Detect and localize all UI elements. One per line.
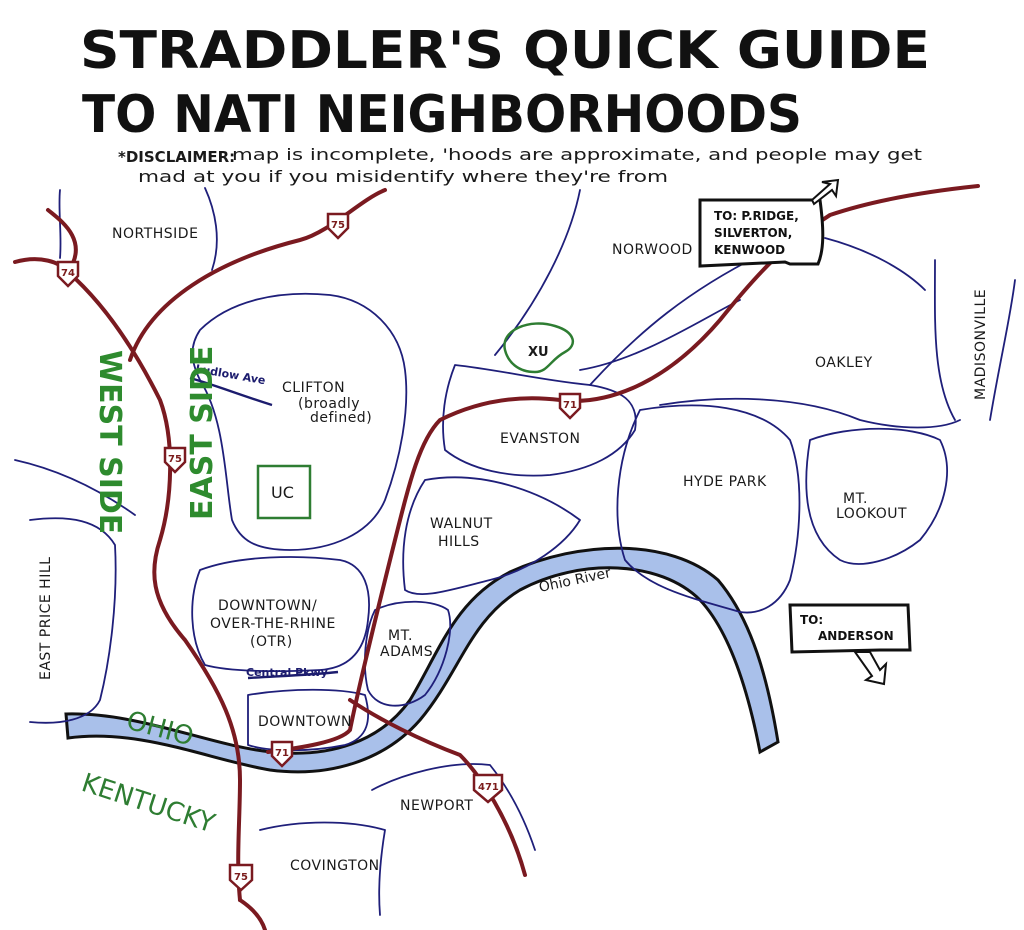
disclaimer-label: *DISCLAIMER: bbox=[118, 148, 235, 166]
label-mt-lookout-2: LOOKOUT bbox=[836, 506, 907, 522]
i71-evanston-shield: 71 bbox=[558, 392, 582, 420]
label-downtown: DOWNTOWN bbox=[258, 714, 352, 730]
label-east-side: EAST SIDE bbox=[185, 346, 220, 520]
sign-to-anderson-line2: ANDERSON bbox=[818, 629, 894, 643]
label-mt-adams-1: MT. bbox=[388, 628, 413, 644]
sign-to-pridge: TO: P.RIDGE, SILVERTON, KENWOOD bbox=[698, 178, 840, 268]
label-evanston: EVANSTON bbox=[500, 431, 581, 447]
ohio-river bbox=[64, 546, 780, 774]
label-walnut-hills-2: HILLS bbox=[438, 534, 480, 550]
disclaimer-line1: map is incomplete, 'hoods are approximat… bbox=[232, 145, 922, 164]
central-parkway-line bbox=[247, 670, 339, 680]
label-hyde-park: HYDE PARK bbox=[683, 474, 767, 490]
label-walnut-hills-1: WALNUT bbox=[430, 516, 493, 532]
uc-label: UC bbox=[271, 483, 294, 502]
label-downtown-otr-3: (OTR) bbox=[250, 634, 293, 650]
label-downtown-otr-1: DOWNTOWN/ bbox=[218, 598, 317, 614]
i75-south-shield: 75 bbox=[228, 863, 254, 892]
label-clifton: CLIFTON bbox=[282, 380, 345, 396]
i74-label: 74 bbox=[61, 268, 75, 279]
label-norwood: NORWOOD bbox=[612, 242, 693, 258]
i75-north-label: 75 bbox=[331, 220, 345, 231]
xu-label: XU bbox=[528, 345, 549, 360]
label-mt-adams-2: ADAMS bbox=[380, 644, 433, 660]
i71-downtown-shield: 71 bbox=[270, 740, 294, 768]
i471-label: 471 bbox=[478, 782, 499, 793]
label-madisonville: MADISONVILLE bbox=[973, 289, 989, 400]
label-covington: COVINGTON bbox=[290, 858, 380, 874]
label-newport: NEWPORT bbox=[400, 798, 473, 814]
i471-shield: 471 bbox=[472, 773, 504, 804]
label-kentucky: KENTUCKY bbox=[78, 768, 219, 839]
ludlow-avenue-line bbox=[189, 376, 273, 407]
label-east-price-hill: EAST PRICE HILL bbox=[38, 557, 54, 680]
i75-south-label: 75 bbox=[234, 872, 248, 883]
map-title-line1: STRADDLER'S QUICK GUIDE bbox=[80, 21, 930, 81]
i74-shield: 74 bbox=[56, 260, 80, 288]
i75-west-label: 75 bbox=[168, 454, 182, 465]
neighborhood-borders bbox=[14, 187, 1016, 916]
disclaimer-line2: mad at you if you misidentify where they… bbox=[138, 167, 668, 186]
i75-west-shield: 75 bbox=[163, 446, 187, 474]
label-clifton-note2: defined) bbox=[310, 410, 372, 426]
sign-to-pridge-line1: TO: P.RIDGE, bbox=[714, 209, 799, 223]
label-clifton-note1: (broadly bbox=[298, 396, 360, 412]
label-ohio: OHIO bbox=[123, 706, 197, 753]
sign-to-anderson: TO: ANDERSON bbox=[788, 603, 912, 686]
sign-to-pridge-line2: SILVERTON, bbox=[714, 226, 792, 240]
label-central-pkwy: Central Pkwy bbox=[246, 666, 328, 679]
uc-landmark: UC bbox=[256, 464, 312, 520]
sign-to-pridge-line3: KENWOOD bbox=[714, 243, 785, 257]
xu-landmark: XU bbox=[503, 322, 575, 374]
i71-evanston-label: 71 bbox=[563, 400, 577, 411]
map-title-line2: TO NATI NEIGHBORHOODS bbox=[82, 85, 802, 145]
label-mt-lookout-1: MT. bbox=[843, 491, 868, 507]
i75-north-shield: 75 bbox=[326, 212, 350, 240]
i71-downtown-label: 71 bbox=[275, 748, 289, 759]
label-west-side: WEST SIDE bbox=[92, 350, 127, 534]
label-downtown-otr-2: OVER-THE-RHINE bbox=[210, 616, 336, 632]
label-oakley: OAKLEY bbox=[815, 355, 873, 371]
label-northside: NORTHSIDE bbox=[112, 226, 198, 242]
sign-to-anderson-line1: TO: bbox=[800, 613, 823, 627]
